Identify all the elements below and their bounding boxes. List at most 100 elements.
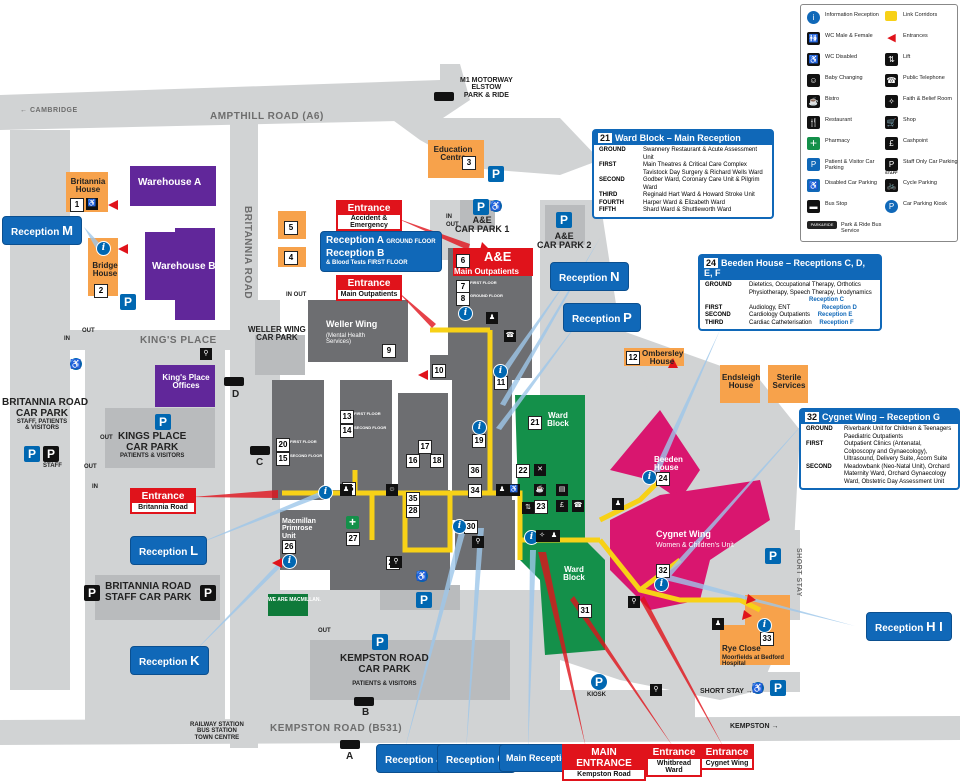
building-number-marker: 24 [656, 472, 670, 486]
cycle-icon: 🚲 [885, 179, 898, 192]
info-icon: i [807, 11, 820, 24]
reception-k-button[interactable]: Reception K [130, 646, 209, 675]
beeden-house-label: Beeden House [654, 455, 683, 473]
reception-ab-button[interactable]: Reception A GROUND FLOOR Reception B & B… [320, 231, 442, 272]
cashpoint-icon: £ [885, 137, 898, 150]
reception-tag: Reception D [821, 304, 857, 311]
entrance-arrows [108, 200, 756, 620]
entrance-outpatients-sub: Main Outpatients [340, 291, 398, 298]
floor-cell: THIRD [705, 319, 724, 326]
short-stay-vertical-label: SHORT STAY [795, 548, 802, 597]
legend-label: Shop [903, 117, 916, 123]
wc-icon: ♟ [712, 618, 724, 630]
wc-disabled-icon: ♿ [86, 198, 98, 210]
parking-icon: P [556, 212, 572, 228]
info-icon[interactable]: i [318, 485, 333, 500]
entrance-outpatients[interactable]: Entrance Main Outpatients [336, 275, 402, 301]
ward-block-building [515, 395, 605, 655]
reception-n-letter: N [610, 269, 620, 284]
floor-desc-text: Cardiac Catheterisation [749, 319, 812, 326]
legend-label: Bistro [825, 96, 840, 102]
in-marker: IN [92, 484, 98, 490]
entrance-britannia-title: Entrance [132, 490, 194, 503]
entrance-britannia[interactable]: Entrance Britannia Road [130, 488, 196, 514]
bistro-icon: ☕ [807, 95, 820, 108]
staff-parking-icon: P [43, 446, 59, 462]
reception-tag: Reception E [817, 312, 853, 318]
entrance-main-title: MAIN ENTRANCE [564, 746, 644, 770]
britannia-staff-cp-name2: STAFF CAR PARK [105, 591, 192, 603]
building-number-marker: 18 [430, 454, 444, 468]
entrance-whitbread[interactable]: Entrance Whitbread Ward [646, 744, 702, 777]
park-ride-icon: PARK&RIDE [807, 221, 837, 229]
baby-changing-icon: ☺ [386, 484, 398, 496]
info-icon[interactable]: i [452, 519, 467, 534]
cygnet-wing-label: Cygnet Wing [656, 529, 711, 539]
ground-floor-tag: GROUND FLOOR [470, 293, 503, 298]
info-icon[interactable]: i [472, 420, 487, 435]
parking-icon: P [488, 166, 504, 182]
building-number-marker: 3 [462, 156, 476, 170]
reception-m-pre: Reception [11, 227, 63, 238]
building-number-marker: 7 [456, 280, 470, 294]
disabled-parking-icon: ♿ [807, 179, 820, 192]
table-row: THIRD Cardiac Catheterisation Reception F [703, 320, 877, 328]
info-icon[interactable]: i [654, 577, 669, 592]
bus-stop-label: B [362, 707, 370, 718]
info-icon[interactable]: i [493, 364, 508, 379]
reception-m-button[interactable]: Reception M [2, 216, 82, 245]
kempston-car-park-label: KEMPSTON ROAD CAR PARK PATIENTS & VISITO… [340, 653, 429, 687]
floor-cell: SECOND [705, 312, 731, 318]
floor-cell: THIRD [599, 192, 618, 198]
info-icon[interactable]: i [458, 306, 473, 321]
info-icon[interactable]: i [282, 554, 297, 569]
building-number-marker: 26 [282, 540, 296, 554]
entrance-cygnet[interactable]: Entrance Cygnet Wing [700, 744, 754, 770]
info-icon[interactable]: i [757, 618, 772, 633]
entrance-ae[interactable]: Entrance Accident & Emergency [336, 200, 402, 231]
floor-desc-cell: Cardiology Outpatients Reception E [747, 312, 877, 320]
building-number-marker: 34 [468, 484, 482, 498]
parking-kiosk-icon: P [591, 674, 607, 690]
parking-icon: P [770, 680, 786, 696]
macmillan-sign: WE ARE MACMILLAN. [268, 594, 321, 616]
floor-cell: FIFTH [599, 207, 616, 213]
floor-desc-cell: Cardiac Catheterisation Reception F [747, 320, 877, 328]
britannia-house-label: Britannia House [70, 177, 106, 195]
floor-cell: GROUND [599, 147, 626, 153]
reception-hi-button[interactable]: Reception H I [866, 612, 952, 641]
reception-n-button[interactable]: Reception N [550, 262, 629, 291]
out-marker: OUT [82, 328, 95, 334]
building-number-marker: 1 [70, 198, 84, 212]
britannia-staff-cp-name1: BRITANNIA ROAD [105, 581, 192, 592]
floor-desc-cell: Meadowbank (Neo-Natal Unit), Orchard Mat… [844, 463, 950, 485]
entrance-lines [192, 218, 724, 748]
floor-desc-cell: Riverbank Unit for Children & Teenagers … [844, 426, 952, 440]
reception-tag: Reception C [809, 297, 845, 303]
reception-l-button[interactable]: Reception L [130, 536, 208, 565]
legend-label: Restaurant [825, 117, 852, 123]
rye-close-sub-label: Moorfields at Bedford Hospital [722, 655, 785, 668]
reception-b-sub1: & Blood Tests [326, 260, 366, 266]
parking-icon: P [416, 592, 432, 608]
entrance-main-sub: Kempston Road [564, 770, 644, 779]
entrance-cygnet-sub: Cygnet Wing [702, 759, 752, 768]
legend-label: Entrances [903, 33, 928, 39]
info-icon[interactable]: i [96, 241, 111, 256]
info-icon[interactable]: i [642, 470, 657, 485]
phone-icon: ☎ [504, 330, 516, 342]
building-number-marker: 8 [456, 292, 470, 306]
building-number-marker: 21 [528, 416, 542, 430]
legend-label: Information Reception [825, 12, 879, 18]
entrance-whitbread-title: Entrance [648, 746, 700, 759]
entrance-main[interactable]: MAIN ENTRANCE Kempston Road [562, 744, 646, 781]
reception-p-button[interactable]: Reception P [563, 303, 641, 332]
